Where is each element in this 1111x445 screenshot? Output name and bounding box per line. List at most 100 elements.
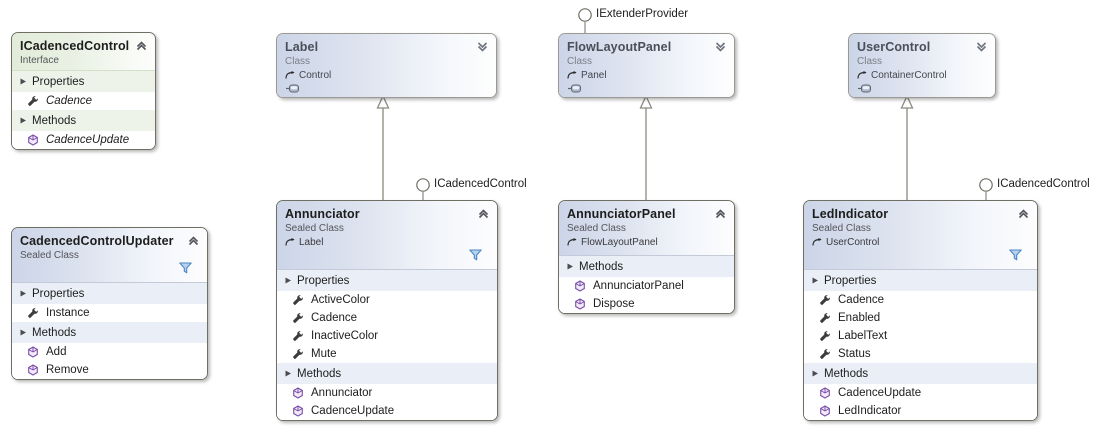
base-label: Panel — [581, 70, 607, 81]
wrench-icon — [820, 295, 830, 305]
chevron-up-icon[interactable] — [135, 39, 148, 52]
filter-icon[interactable] — [179, 262, 192, 274]
group-label: Methods — [297, 367, 342, 380]
class-shape-ledindicator[interactable]: LedIndicator Sealed Class UserControl — [803, 200, 1038, 421]
group-header-properties[interactable]: Properties — [277, 270, 497, 291]
member-label: Cadence — [311, 312, 358, 324]
inherit-arrow-icon — [285, 71, 295, 79]
member-label: Mute — [311, 348, 337, 360]
shape-kind: Sealed Class — [20, 250, 79, 261]
member-label: Cadence — [838, 294, 885, 306]
member-row[interactable]: CadenceUpdate — [277, 402, 497, 420]
class-shape-annunciatorpanel[interactable]: AnnunciatorPanel Sealed Class FlowLayout… — [558, 200, 735, 314]
cube-icon — [293, 405, 303, 417]
lollipop-icon — [568, 84, 581, 93]
chevron-up-icon[interactable] — [1017, 207, 1030, 220]
member-label: Remove — [46, 364, 89, 376]
member-row[interactable]: Dispose — [559, 295, 734, 313]
member-row[interactable]: LabelText — [804, 327, 1037, 345]
expander-triangle-icon — [567, 263, 573, 270]
expander-triangle-icon — [20, 329, 26, 336]
class-shape-label[interactable]: Label Class Control — [276, 33, 497, 98]
chevron-up-icon[interactable] — [477, 207, 490, 220]
member-label: Enabled — [838, 312, 881, 324]
expander-triangle-icon — [20, 290, 26, 297]
class-shape-usercontrol[interactable]: UserControl Class ContainerControl — [848, 33, 996, 98]
class-shape-icadencedcontrol[interactable]: ICadencedControl Interface Properties Ca… — [11, 32, 156, 150]
base-label: FlowLayoutPanel — [581, 237, 658, 248]
expander-triangle-icon — [812, 370, 818, 377]
member-label: Dispose — [593, 298, 635, 310]
shape-header: ICadencedControl Interface — [12, 33, 155, 71]
filter-icon[interactable] — [469, 249, 482, 261]
member-row[interactable]: ActiveColor — [277, 291, 497, 309]
shape-title: Annunciator — [285, 207, 360, 221]
member-row[interactable]: Add — [12, 343, 207, 361]
shape-header: AnnunciatorPanel Sealed Class FlowLayout… — [559, 201, 734, 256]
filter-icon[interactable] — [1009, 249, 1022, 261]
chevron-down-icon[interactable] — [975, 40, 988, 53]
base-label: ContainerControl — [871, 70, 947, 81]
group-header-properties[interactable]: Properties — [804, 270, 1037, 291]
shape-kind: Sealed Class — [812, 223, 871, 234]
chevron-up-icon[interactable] — [714, 207, 727, 220]
shape-header: UserControl Class ContainerControl — [849, 34, 995, 97]
shape-base: ContainerControl — [857, 69, 987, 82]
member-row[interactable]: InactiveColor — [277, 327, 497, 345]
member-label: Cadence — [46, 95, 93, 107]
member-row[interactable]: LedIndicator — [804, 402, 1037, 420]
group-label: Methods — [32, 114, 77, 127]
shape-base: Label — [285, 236, 489, 249]
shape-title: LedIndicator — [812, 207, 889, 221]
connector-annunciatorpanel-flowlayoutpanel — [639, 94, 653, 200]
group-header-methods[interactable]: Methods — [559, 256, 734, 277]
member-row[interactable]: AnnunciatorPanel — [559, 277, 734, 295]
wrench-icon — [293, 349, 303, 359]
class-shape-flowlayoutpanel[interactable]: FlowLayoutPanel Class Panel — [558, 33, 735, 98]
shape-base: Control — [285, 69, 488, 82]
member-row[interactable]: Enabled — [804, 309, 1037, 327]
member-list: Properties Instance Methods Add — [12, 283, 207, 379]
chevron-up-icon[interactable] — [187, 234, 200, 247]
lollipop-label-iextenderprovider: IExtenderProvider — [596, 8, 689, 20]
member-row[interactable]: Remove — [12, 361, 207, 379]
wrench-icon — [293, 313, 303, 323]
group-header-properties[interactable]: Properties — [12, 71, 155, 92]
member-row[interactable]: Instance — [12, 304, 207, 322]
class-shape-annunciator[interactable]: Annunciator Sealed Class Label — [276, 200, 498, 421]
group-header-methods[interactable]: Methods — [12, 322, 207, 343]
chevron-down-icon[interactable] — [714, 40, 727, 53]
group-header-methods[interactable]: Methods — [277, 363, 497, 384]
member-row[interactable]: Annunciator — [277, 384, 497, 402]
member-row[interactable]: Mute — [277, 345, 497, 363]
member-label: Annunciator — [311, 387, 373, 399]
member-label: CadenceUpdate — [311, 405, 395, 417]
wrench-icon — [820, 313, 830, 323]
chevron-down-icon[interactable] — [476, 40, 489, 53]
shape-kind: Class — [567, 56, 593, 67]
member-row[interactable]: Cadence — [12, 92, 155, 110]
shape-base: UserControl — [812, 236, 1029, 249]
group-header-properties[interactable]: Properties — [12, 283, 207, 304]
group-label: Properties — [32, 75, 85, 88]
member-row[interactable]: Cadence — [277, 309, 497, 327]
group-label: Properties — [297, 274, 350, 287]
group-header-methods[interactable]: Methods — [804, 363, 1037, 384]
member-row[interactable]: CadenceUpdate — [804, 384, 1037, 402]
shape-header: FlowLayoutPanel Class Panel — [559, 34, 734, 97]
lollipop-flowlayoutpanel-iextenderprovider — [578, 8, 592, 34]
cube-icon — [820, 387, 830, 399]
group-header-methods[interactable]: Methods — [12, 110, 155, 131]
wrench-icon — [820, 331, 830, 341]
cube-icon — [293, 387, 303, 399]
class-shape-cadencedcontrolupdater[interactable]: CadencedControlUpdater Sealed Class Prop… — [11, 227, 208, 380]
member-list: Properties ActiveColor Cadence InactiveC… — [277, 270, 497, 420]
member-row[interactable]: Cadence — [804, 291, 1037, 309]
cube-icon — [575, 298, 585, 310]
member-row[interactable]: CadenceUpdate — [12, 131, 155, 149]
shape-kind: Class — [285, 56, 311, 67]
member-label: CadenceUpdate — [46, 134, 130, 146]
member-row[interactable]: Status — [804, 345, 1037, 363]
member-label: LedIndicator — [838, 405, 902, 417]
